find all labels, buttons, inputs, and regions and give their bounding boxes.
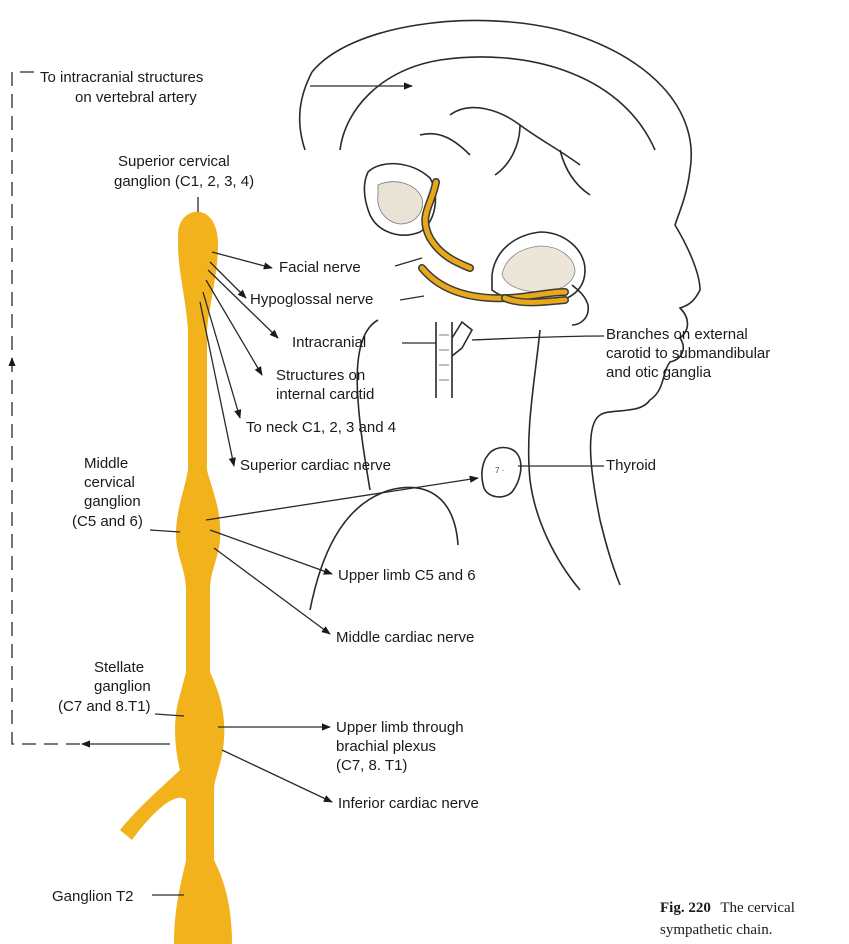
label-external-carotid-1: Branches on external [606,326,748,343]
label-internal-carotid-1: Structures on [276,367,365,384]
label-external-carotid-2: carotid to submandibular [606,345,770,362]
thyroid-gland: 7 · [482,448,521,497]
label-upper-limb-c5: Upper limb C5 and 6 [338,567,476,584]
label-intracranial-vertebral-1: To intracranial structures [40,69,203,86]
label-superior-ganglion-1: Superior cervical [118,153,230,170]
label-intracranial: Intracranial [292,334,366,351]
label-intracranial-vertebral-2: on vertebral artery [75,89,197,106]
label-hypoglossal-nerve: Hypoglossal nerve [250,291,373,308]
label-upper-limb-plexus-3: (C7, 8. T1) [336,757,407,774]
label-middle-cardiac: Middle cardiac nerve [336,629,474,646]
sympathetic-chain [120,212,232,944]
carotid-artery [436,322,472,398]
label-thyroid: Thyroid [606,457,656,474]
label-superior-cardiac: Superior cardiac nerve [240,457,391,474]
pleura-curve [310,487,458,610]
label-middle-ganglion-2: cervical [84,474,135,491]
label-external-carotid-3: and otic ganglia [606,364,712,381]
caption-text-2: sympathetic chain. [660,922,772,938]
label-superior-ganglion-2: ganglion (C1, 2, 3, 4) [114,173,254,190]
label-facial-nerve: Facial nerve [279,259,361,276]
label-stellate-ganglion-2: ganglion [94,678,151,695]
label-stellate-ganglion-3: (C7 and 8.T1) [58,698,151,715]
mandible [492,232,588,325]
label-middle-ganglion-3: ganglion [84,493,141,510]
label-to-neck: To neck C1, 2, 3 and 4 [246,419,396,436]
facial-nerve-branch [425,182,470,268]
svg-text:7 ·: 7 · [495,466,504,475]
label-inferior-cardiac: Inferior cardiac nerve [338,795,479,812]
label-upper-limb-plexus-2: brachial plexus [336,738,436,755]
caption-number: Fig. 220 [660,900,711,916]
label-upper-limb-plexus-1: Upper limb through [336,719,464,736]
label-middle-ganglion-4: (C5 and 6) [72,513,143,530]
label-ganglion-t2: Ganglion T2 [52,888,133,905]
chain-trunk [120,212,232,944]
label-stellate-ganglion-1: Stellate [94,659,144,676]
caption-text-1: The cervical [720,900,795,916]
label-middle-ganglion-1: Middle [84,455,128,472]
label-internal-carotid-2: internal carotid [276,386,374,403]
figure-caption: Fig. 220 The cervical sympathetic chain. [660,900,795,938]
svg-text:Fig. 220 The cervical: Fig. 220 The cervical [660,900,795,916]
